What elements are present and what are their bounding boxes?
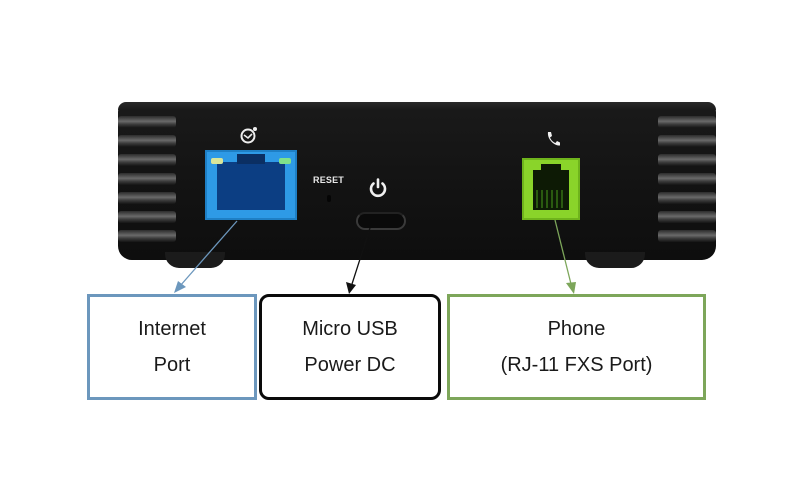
callout-line-2: (RJ-11 FXS Port) (500, 354, 653, 376)
power-icon (367, 177, 389, 203)
phone-port (522, 158, 580, 220)
arrowhead-internet (174, 281, 186, 293)
reset-button (327, 195, 331, 202)
vent-fins-right (654, 116, 716, 248)
device-foot-left (165, 252, 225, 268)
callout-line-1: Phone (547, 318, 606, 340)
internet-port (205, 150, 297, 220)
callout-line-2: Power DC (304, 354, 396, 376)
device-top-edge (118, 102, 716, 110)
device-foot-right (585, 252, 645, 268)
phone-icon (545, 130, 561, 152)
micro-usb-port (356, 212, 406, 230)
activity-led (279, 158, 291, 164)
arrowhead-phone (566, 282, 576, 294)
micro-usb-power-callout: Micro USB Power DC (259, 294, 441, 400)
arrowhead-usb (346, 282, 356, 294)
callout-line-1: Micro USB (302, 318, 398, 340)
internet-port-callout: Internet Port (87, 294, 257, 400)
reset-label: RESET (313, 175, 345, 185)
globe-icon (240, 126, 258, 148)
phone-port-callout: Phone (RJ-11 FXS Port) (447, 294, 706, 400)
vent-fins-left (118, 116, 180, 248)
callout-line-1: Internet (138, 318, 206, 340)
callout-line-2: Port (153, 354, 191, 376)
link-led (211, 158, 223, 164)
